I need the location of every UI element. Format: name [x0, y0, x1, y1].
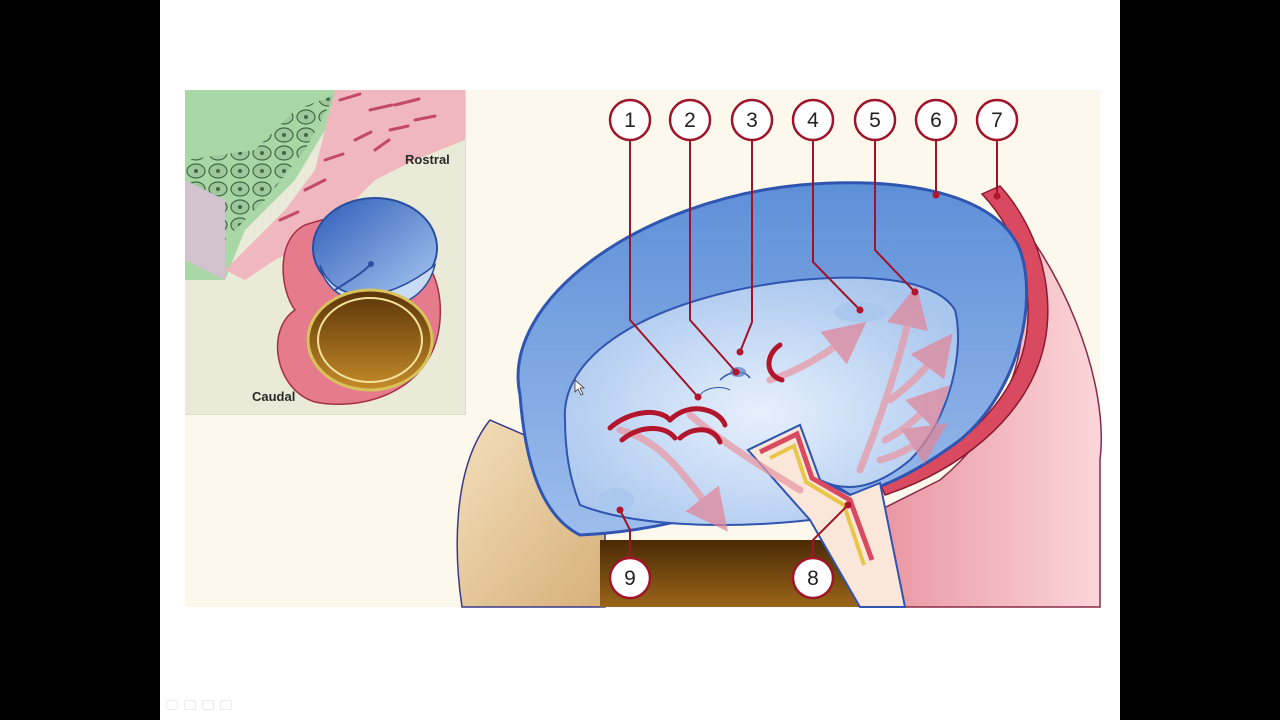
callout-4: 4	[791, 98, 835, 142]
slide: Rostral Caudal	[160, 0, 1120, 720]
primitive-streak-folds	[607, 342, 785, 445]
mouse-cursor-icon	[574, 379, 586, 396]
callout-2-number: 2	[684, 109, 696, 132]
callout-7: 7	[975, 98, 1019, 142]
callout-5: 5	[853, 98, 897, 142]
cutout-wall	[746, 423, 907, 608]
callout-2: 2	[668, 98, 712, 142]
callout-8: 8	[791, 556, 835, 600]
callout-6: 6	[914, 98, 958, 142]
menu-icon[interactable]	[202, 700, 214, 710]
faded-player-controls[interactable]	[166, 700, 232, 710]
next-slide-icon[interactable]	[220, 700, 232, 710]
outer-membrane	[878, 185, 1049, 496]
callout-3: 3	[730, 98, 774, 142]
main-diagram: 1 2 3 4 5 6 7 8	[456, 98, 1102, 608]
callout-8-number: 8	[807, 567, 819, 590]
callout-9: 9	[608, 556, 652, 600]
prev-slide-icon[interactable]	[166, 700, 178, 710]
callout-1: 1	[608, 98, 652, 142]
callout-4-number: 4	[807, 109, 819, 132]
inset-illustration	[185, 90, 465, 414]
rostral-label: Rostral	[405, 152, 450, 167]
callout-3-number: 3	[746, 109, 758, 132]
embryo-inset-figure: Rostral Caudal	[185, 90, 466, 415]
callout-leader-lines	[619, 140, 998, 558]
callout-anchor-dots	[616, 191, 1001, 514]
cloacal-membrane	[598, 488, 634, 512]
caudal-label: Caudal	[252, 389, 296, 404]
callout-7-number: 7	[991, 109, 1003, 132]
callout-1-number: 1	[624, 109, 636, 132]
callout-5-number: 5	[869, 109, 881, 132]
pen-icon[interactable]	[184, 700, 196, 710]
callout-6-number: 6	[930, 109, 942, 132]
callout-9-number: 9	[624, 567, 636, 590]
